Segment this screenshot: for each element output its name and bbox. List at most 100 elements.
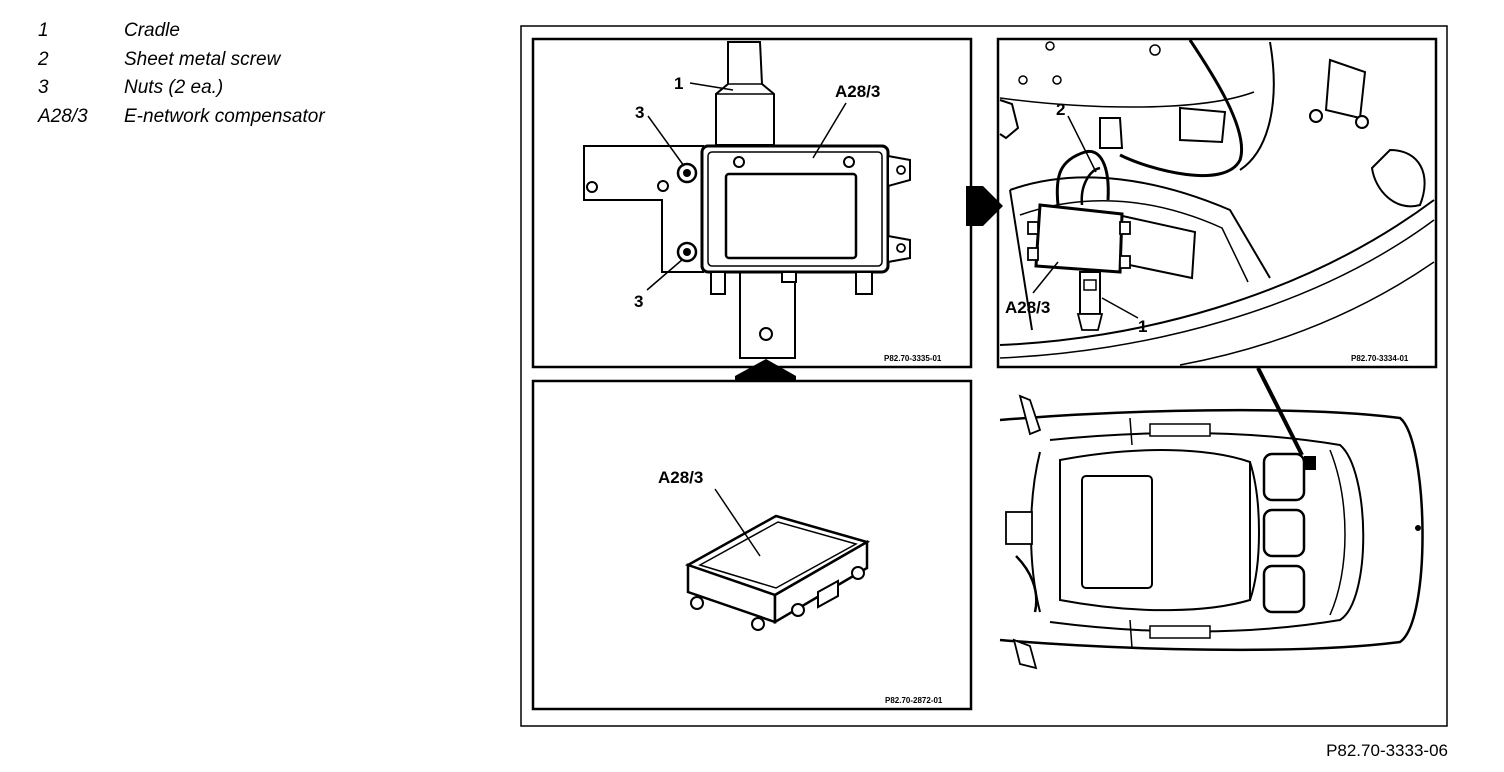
panel-code: P82.70-3335-01: [884, 354, 942, 363]
unit-side: [773, 539, 869, 625]
hole: [1045, 41, 1055, 51]
emblem: [1415, 525, 1421, 531]
legend-key: A28/3: [38, 105, 88, 127]
side-mirror: [1012, 638, 1038, 670]
leader-line: [646, 258, 684, 291]
rear-seat: [1262, 508, 1306, 558]
rear-seat: [1262, 452, 1306, 502]
figure-code: P82.70-3333-06: [1326, 741, 1448, 760]
unit-stud: [690, 596, 704, 610]
rear-window: [1249, 461, 1260, 601]
panel-unit-frame: [531, 379, 973, 711]
callout-screw: 2: [1056, 100, 1065, 119]
connector: [781, 271, 797, 283]
panel-mount: 1 3 3 A28/3 P82.70-3335-01: [531, 37, 973, 369]
arrow-right: [966, 186, 1003, 226]
unit-stud: [791, 603, 805, 617]
compensator-label: [724, 172, 858, 260]
leader-line: [647, 115, 685, 167]
connector: [1027, 221, 1039, 235]
arrow-up: [735, 359, 796, 382]
body-contour: [1370, 148, 1426, 208]
legend-text: Sheet metal screw: [124, 48, 281, 70]
compensator: [1034, 203, 1124, 274]
body-contour: [999, 199, 1435, 346]
bolt: [1309, 109, 1323, 123]
bracket: [1099, 117, 1124, 149]
leader-line: [1032, 261, 1059, 294]
bracket-plate: [583, 145, 704, 273]
callout-nut: 3: [634, 292, 643, 311]
leader-line: [689, 82, 734, 91]
side-mirror: [1018, 394, 1042, 436]
rear-seat: [1262, 564, 1306, 614]
trunk-opening: [1009, 176, 1271, 279]
callout-cradle: 1: [1138, 317, 1147, 336]
figure-frame: [520, 25, 1448, 727]
cradle-bottom: [739, 271, 796, 359]
legend-key: 3: [38, 77, 49, 98]
hole: [1018, 75, 1028, 85]
leader-line: [1067, 115, 1097, 173]
panel-location-frame: [996, 37, 1438, 369]
hole: [1052, 75, 1062, 85]
legend-text: Nuts (2 ea.): [124, 77, 224, 98]
connector: [1119, 255, 1131, 269]
panel-code: P82.70-2872-01: [885, 696, 943, 705]
unit-label: [698, 521, 858, 589]
body-contour: [1179, 261, 1435, 366]
cradle: [1079, 271, 1101, 315]
leader-line: [812, 102, 847, 159]
body-contour: [999, 219, 1435, 359]
cradle: [1076, 313, 1104, 331]
callout-nut: 3: [635, 103, 644, 122]
callout-compensator: A28/3: [1005, 298, 1050, 317]
wiring-harness: [1119, 39, 1243, 178]
connector: [855, 271, 873, 295]
callout-compensator: A28/3: [835, 82, 880, 101]
hole: [1149, 44, 1161, 56]
panel-location: 2 A28/3 1 P82.70-3334-01: [996, 37, 1438, 369]
leader-line: [1101, 297, 1139, 319]
steering-wheel: [1015, 555, 1038, 613]
sunroof: [1081, 475, 1153, 589]
connector: [1027, 247, 1039, 261]
panel-vehicle: [999, 367, 1424, 670]
ear-hole: [896, 165, 906, 175]
rear-deck: [1329, 449, 1346, 616]
housing-screw: [733, 156, 745, 168]
body-contour: [999, 91, 1255, 108]
bracket: [1179, 106, 1227, 144]
compensator-location: [1304, 456, 1316, 470]
unit-stud: [851, 566, 865, 580]
bracket-hole: [657, 180, 669, 192]
callout-cradle: 1: [674, 74, 683, 93]
legend-key: 2: [38, 48, 49, 70]
nut-bottom: [676, 241, 698, 263]
console: [1005, 511, 1033, 545]
unit-stud: [751, 617, 765, 631]
bracket: [999, 99, 1020, 140]
cradle-hole: [759, 327, 773, 341]
unit-connector: [817, 579, 839, 609]
legend-text: Cradle: [124, 20, 180, 41]
nut-top: [676, 162, 698, 184]
legend-key: 1: [38, 20, 49, 41]
body-contour: [1239, 41, 1275, 171]
legend-text: E-network compensator: [124, 105, 325, 127]
cable: [1080, 166, 1101, 206]
door-handle: [1149, 423, 1211, 437]
cradle-slot: [1083, 279, 1097, 291]
connector: [710, 271, 726, 295]
connector: [1119, 221, 1131, 235]
leader-line: [714, 488, 761, 557]
ear-hole: [896, 243, 906, 253]
door-line: [1129, 619, 1133, 649]
bolt: [1355, 115, 1369, 129]
trunk-opening: [1009, 189, 1033, 331]
housing-screw: [843, 156, 855, 168]
car-outline: [999, 408, 1424, 652]
door-line: [1129, 417, 1133, 446]
panel-code: P82.70-3334-01: [1351, 354, 1409, 363]
